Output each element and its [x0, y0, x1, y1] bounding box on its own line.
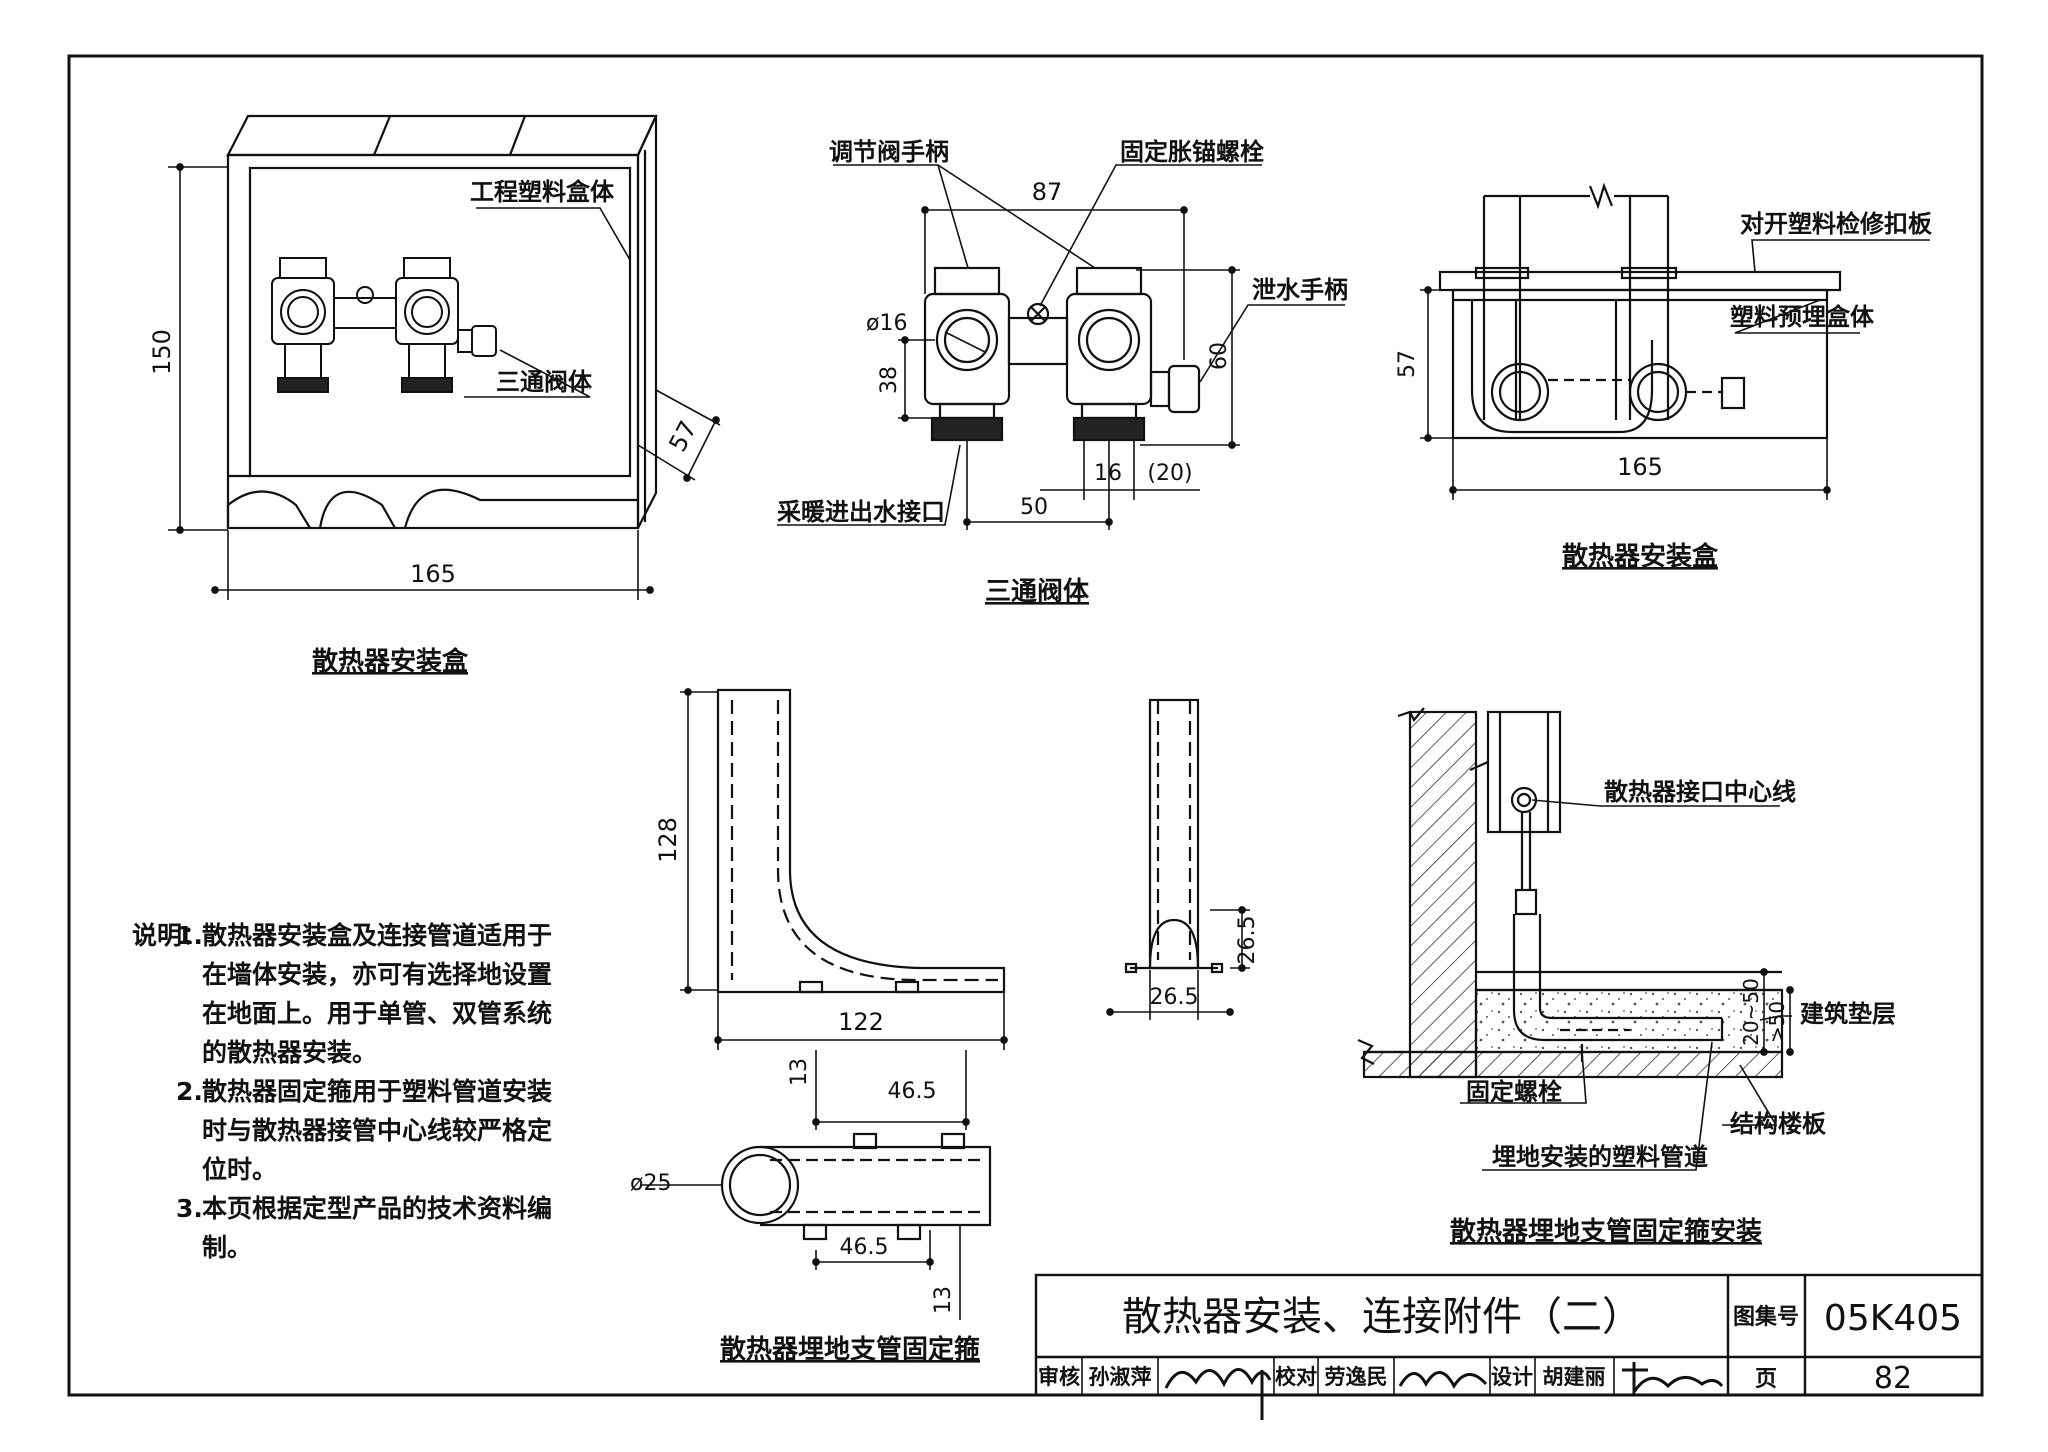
note-3-line-1: 本页根据定型产品的技术资料编 — [202, 1194, 553, 1223]
fig4-clamp-side — [716, 688, 1006, 994]
note-2-line-2: 时与散热器接管中心线较严格定 — [202, 1116, 553, 1145]
fig2-dim-d16: ø16 — [866, 311, 907, 336]
fig4-dim-13-top: 13 — [787, 1058, 812, 1086]
fig4-caption: 散热器埋地支管固定箍 — [720, 1334, 980, 1365]
fig3-label-embed: 塑料预埋盒体 — [1730, 303, 1875, 331]
fig4-dim-46-5-top: 46.5 — [888, 1079, 937, 1104]
fig2-dim-60: 60 — [1207, 342, 1232, 370]
note-2-line-1: 散热器固定箍用于塑料管道安装 — [202, 1077, 553, 1106]
fig4-dim-26-5-h: 26.5 — [1150, 985, 1199, 1010]
fig4-dim-13-bottom: 13 — [931, 1286, 956, 1314]
fig5-dim-20-50: 20~50 — [1739, 978, 1763, 1046]
note-3-line-2: 制。 — [202, 1233, 253, 1262]
fig1-dim-165: 165 — [410, 560, 456, 588]
fig2-dim-87: 87 — [1032, 178, 1063, 206]
drawing-title: 散热器安装、连接附件（二） — [1122, 1294, 1642, 1340]
note-1-line-1: 散热器安装盒及连接管道适用于 — [202, 921, 553, 950]
reviewer-signature — [1164, 1368, 1272, 1420]
fig2-label-port: 采暖进出水接口 — [777, 498, 945, 526]
fig2-caption: 三通阀体 — [985, 577, 1090, 607]
fig4-clamp-plan — [720, 1132, 992, 1241]
note-3-number: 3. — [176, 1194, 203, 1223]
sheet-border — [67, 54, 1984, 1397]
designer-name: 胡建丽 — [1543, 1365, 1606, 1389]
fig3-dim-165: 165 — [1617, 453, 1663, 481]
fig4-dim-122: 122 — [838, 1008, 884, 1036]
title-block — [1034, 1273, 1984, 1397]
fig3-label-cover: 对开塑料检修扣板 — [1740, 210, 1933, 238]
fig1-caption: 散热器安装盒 — [312, 646, 469, 677]
fig1-label-box: 工程塑料盒体 — [470, 178, 615, 206]
note-1-number: 1. — [176, 921, 203, 950]
fig5-dimensions — [1460, 799, 1794, 1171]
fig5-clamp-install — [1357, 707, 1784, 1079]
design-label: 设计 — [1491, 1365, 1533, 1389]
fig5-label-slab: 结构楼板 — [1730, 1110, 1827, 1138]
fig4-dim-d25: ø25 — [630, 1171, 671, 1196]
fig3-dimensions — [1420, 239, 1930, 500]
fig2-dimensions — [777, 164, 1345, 530]
note-2-line-3: 位时。 — [202, 1155, 278, 1184]
fig2-dim-20: (20) — [1147, 461, 1192, 486]
note-2-number: 2. — [176, 1077, 203, 1106]
fig4-dim-26-5-v: 26.5 — [1235, 916, 1260, 965]
fig3-install-box — [1438, 182, 1842, 440]
atlas-number: 05K405 — [1824, 1298, 1962, 1339]
fig4-dimensions — [640, 688, 1250, 1320]
check-label: 校对 — [1275, 1365, 1317, 1389]
designer-signature — [1622, 1362, 1724, 1397]
fig5-label-pad: 建筑垫层 — [1800, 1000, 1896, 1028]
fig4-dim-46-5-bottom: 46.5 — [840, 1235, 889, 1260]
note-1: 1. 散热器安装盒及连接管道适用于 在墙体安装，亦可有选择地设置 在地面上。用于… — [176, 916, 602, 1072]
fig5-label-center: 散热器接口中心线 — [1604, 778, 1796, 806]
fig1-dim-150: 150 — [148, 329, 176, 375]
note-3: 3. 本页根据定型产品的技术资料编 制。 — [176, 1189, 602, 1267]
fig3-dim-57: 57 — [1395, 350, 1420, 378]
fig1-dimensions — [168, 163, 721, 600]
fig2-tee-valve — [923, 266, 1201, 442]
fig5-label-pipe: 埋地安装的塑料管道 — [1492, 1143, 1708, 1171]
page-number: 82 — [1874, 1361, 1912, 1396]
fig4-clamp-front — [1124, 698, 1224, 974]
fig4-dim-128: 128 — [654, 817, 682, 863]
note-2: 2. 散热器固定箍用于塑料管道安装 时与散热器接管中心线较严格定 位时。 — [176, 1072, 602, 1189]
atlas-number-label: 图集号 — [1733, 1304, 1799, 1330]
fig1-dim-57: 57 — [663, 416, 702, 456]
page-label: 页 — [1755, 1367, 1777, 1392]
note-1-line-2: 在墙体安装，亦可有选择地设置 — [202, 960, 553, 989]
fig2-label-drain: 泄水手柄 — [1252, 276, 1348, 304]
checker-signature — [1398, 1371, 1488, 1389]
fig2-dim-50: 50 — [1020, 495, 1048, 520]
reviewer-name: 孙淑萍 — [1089, 1365, 1152, 1389]
fig5-dim-gt50: >50 — [1765, 1001, 1789, 1043]
fig2-label-handle: 调节阀手柄 — [829, 138, 949, 166]
fig3-caption: 散热器安装盒 — [1562, 541, 1719, 572]
checker-name: 劳逸民 — [1325, 1365, 1388, 1389]
fig1-label-valve: 三通阀体 — [496, 368, 593, 396]
fig1-install-box — [226, 114, 658, 530]
note-1-line-4: 的散热器安装。 — [202, 1038, 378, 1067]
fig2-dim-38: 38 — [877, 366, 902, 394]
review-label: 审核 — [1038, 1365, 1080, 1389]
fig2-dim-16: 16 — [1094, 461, 1122, 486]
fig2-label-bolt: 固定胀锚螺栓 — [1120, 138, 1264, 166]
fig5-caption: 散热器埋地支管固定箍安装 — [1450, 1216, 1762, 1247]
fig5-label-bolt: 固定螺栓 — [1466, 1078, 1562, 1106]
note-1-line-3: 在地面上。用于单管、双管系统 — [202, 999, 553, 1028]
notes-heading: 说明： — [132, 921, 208, 950]
